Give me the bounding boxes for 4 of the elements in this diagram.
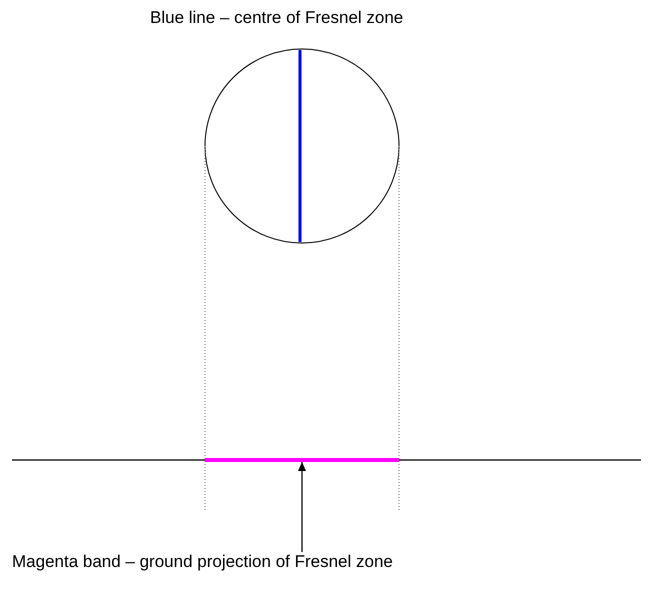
ground-projection-band xyxy=(205,458,399,462)
caption-text: Magenta band – ground projection of Fresnel zone xyxy=(12,552,393,572)
caption-text: Blue line – centre of Fresnel zone xyxy=(150,8,404,28)
arrow xyxy=(298,462,306,552)
